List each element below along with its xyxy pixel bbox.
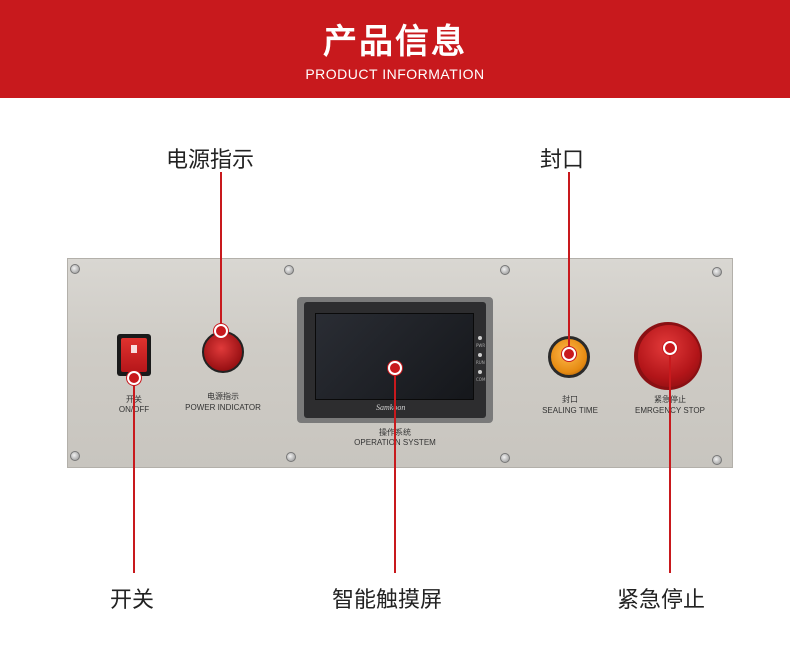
callout-line-switch	[133, 378, 135, 573]
power-switch-rocker[interactable]	[121, 338, 147, 372]
banner-title: 产品信息	[323, 22, 467, 62]
hmi-led-pwr	[478, 336, 482, 340]
screw	[712, 455, 722, 465]
callout-switch: 开关	[110, 588, 155, 613]
switch-mark	[131, 345, 137, 353]
seal-label-cn: 封口	[562, 395, 578, 404]
callout-power-indicator: 电源指示	[166, 148, 255, 173]
callout-dot-switch	[127, 371, 141, 385]
screw	[70, 264, 80, 274]
callout-dot-touchscreen	[388, 361, 402, 375]
seal-label-en: SEALING TIME	[542, 406, 598, 415]
callout-sealing: 封口	[540, 148, 585, 173]
screw	[286, 452, 296, 462]
power-indicator-light	[202, 331, 244, 373]
screw	[284, 265, 294, 275]
callout-dot-emergency	[663, 341, 677, 355]
callout-touchscreen: 智能触摸屏	[332, 588, 443, 613]
callout-line-touchscreen	[394, 368, 396, 573]
hmi-led-run	[478, 353, 482, 357]
callout-dot-sealing	[562, 347, 576, 361]
screw	[500, 453, 510, 463]
callout-line-power	[220, 172, 222, 330]
banner-subtitle: PRODUCT INFORMATION	[305, 66, 485, 82]
header-banner	[0, 0, 790, 98]
screw	[712, 267, 722, 277]
hmi-led-com	[478, 370, 482, 374]
screw	[500, 265, 510, 275]
hmi-led-label: RUN	[476, 360, 485, 365]
hmi-brand-logo: Samkoon	[376, 403, 406, 412]
callout-emergency-stop: 紧急停止	[617, 588, 706, 613]
callout-line-emergency	[669, 348, 671, 573]
screw	[70, 451, 80, 461]
callout-line-sealing	[568, 172, 570, 354]
power-label-en: POWER INDICATOR	[185, 403, 261, 412]
hmi-led-label: COM	[476, 377, 486, 382]
hmi-led-label: PWR	[476, 343, 486, 348]
callout-dot-power	[214, 324, 228, 338]
power-label-cn: 电源指示	[207, 392, 239, 401]
